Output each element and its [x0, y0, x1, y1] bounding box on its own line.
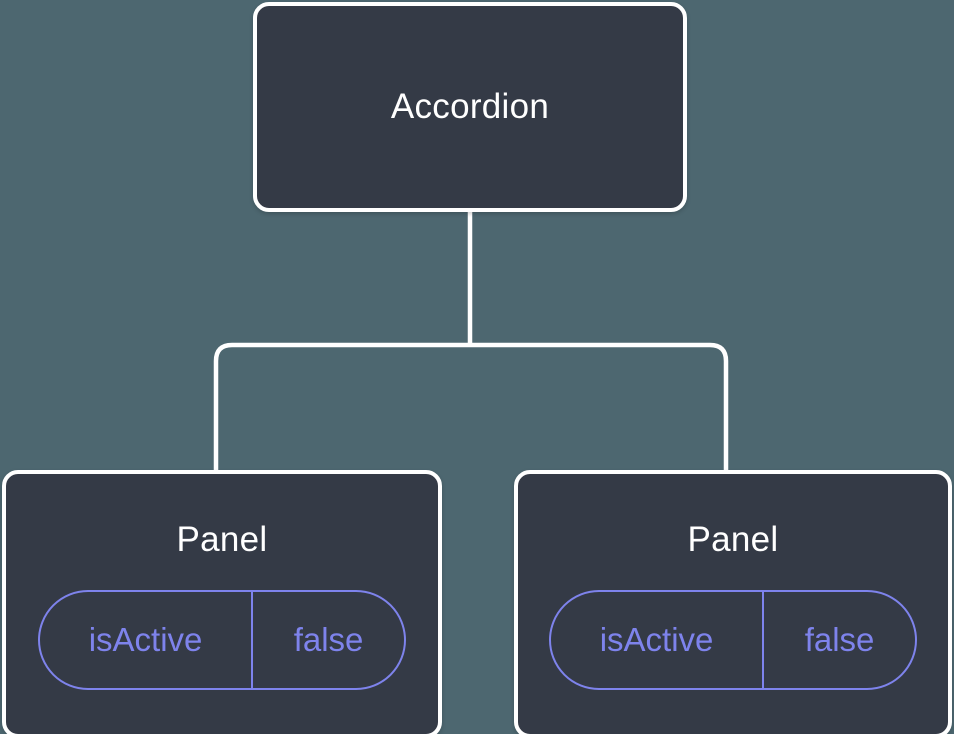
panel-1-state-name-cell: isActive: [40, 592, 254, 688]
accordion-node-label: Accordion: [390, 87, 550, 126]
panel-1-state-value-cell: false: [253, 592, 404, 688]
panel-2-label: Panel: [687, 520, 779, 559]
panel-2-state-name-cell: isActive: [551, 592, 765, 688]
component-node-panel-2: Panel isActive false: [514, 470, 952, 734]
panel-1-state-name: isActive: [88, 621, 203, 658]
panel-2-state-value-cell: false: [764, 592, 915, 688]
panel-2-state-name: isActive: [599, 621, 714, 658]
panel-1-state-pill: isActive false: [38, 590, 406, 690]
panel-2-state-pill: isActive false: [549, 590, 917, 690]
panel-2-state-value: false: [804, 621, 875, 658]
panel-1-state-value: false: [293, 621, 364, 658]
component-node-accordion: Accordion: [253, 2, 687, 212]
component-node-panel-1: Panel isActive false: [2, 470, 442, 734]
panel-1-label: Panel: [176, 520, 268, 559]
